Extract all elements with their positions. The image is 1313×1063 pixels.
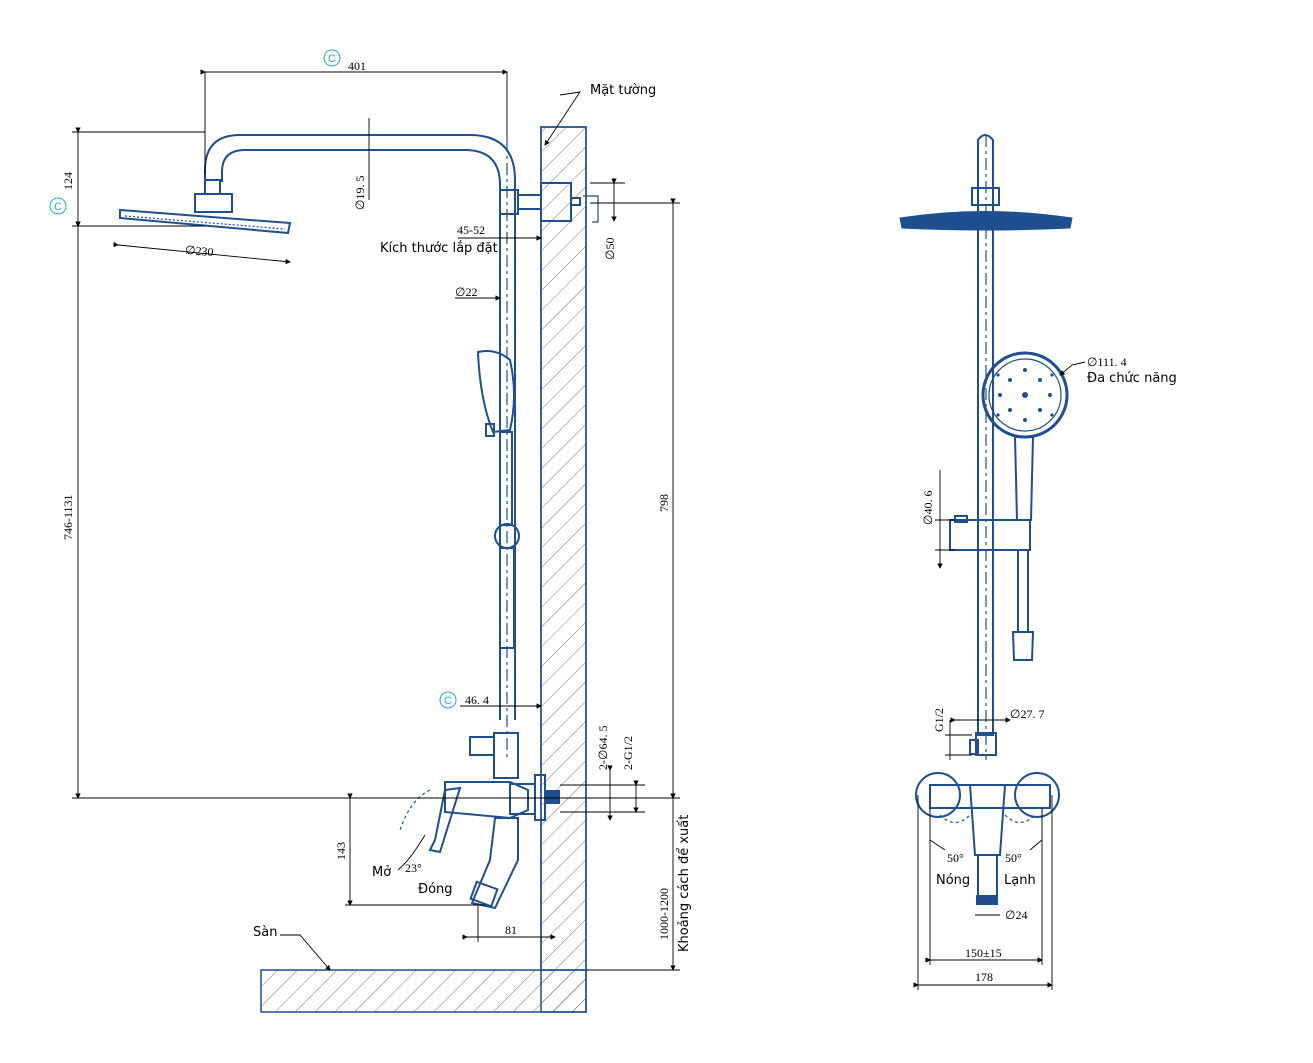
dim-height-798: 798 (657, 494, 671, 512)
dimensions-front (913, 361, 1086, 990)
dim-height-143: 143 (334, 842, 348, 860)
label-cold: Lạnh (1004, 873, 1036, 888)
dim-bracket-50: ∅50 (603, 238, 617, 260)
dim-arm-length: 401 (348, 59, 366, 73)
dim-height-746-1131: 746-1131 (61, 494, 75, 540)
dim-width-178: 178 (975, 970, 993, 984)
label-hot: Nóng (936, 873, 970, 888)
dim-hand-111-4: ∅111. 4 (1087, 355, 1127, 369)
dim-head-height: 124 (61, 172, 75, 190)
dim-pipe-46-4: 46. 4 (465, 693, 489, 707)
label-outlet-distance: Khoảng cách để xuất (677, 815, 692, 952)
dimensions-side (49, 49, 680, 971)
shower-column-side (119, 134, 599, 910)
shower-column-front (899, 134, 1073, 905)
dim-range-45-52: 45-52 (457, 223, 485, 237)
text-labels: C C C 401 124 ∅230 ∅19. 5 45-52 Kích thư… (54, 53, 1177, 984)
label-install-size: Kích thước lắp đặt (380, 241, 498, 256)
dim-spout-24: ∅24 (1005, 908, 1027, 922)
dim-head-diameter: ∅230 (185, 243, 215, 259)
dim-g12-a: 2-G1/2 (621, 736, 635, 770)
label-multifunction: Đa chức năng (1087, 371, 1177, 386)
dim-angle-23: 23° (405, 861, 422, 875)
dim-spout-81: 81 (505, 923, 517, 937)
wall (260, 126, 587, 1013)
dim-g12-b: G1/2 (932, 708, 946, 732)
label-close: Đóng (418, 882, 453, 897)
dim-diam-64-5: 2-∅64. 5 (596, 726, 610, 770)
dim-angle-50-left: 50° (947, 851, 964, 865)
dim-pipe-27-7: ∅27. 7 (1010, 707, 1044, 721)
label-open: Mở (372, 865, 391, 880)
dim-angle-50-right: 50° (1005, 851, 1022, 865)
label-floor: Sàn (253, 925, 277, 940)
dim-pipe-19-5: ∅19. 5 (353, 176, 367, 210)
c-marker-3: C (444, 695, 452, 707)
c-marker-2: C (54, 201, 62, 213)
dim-range-1000-1200: 1000-1200 (657, 888, 671, 940)
floor (260, 969, 587, 1013)
c-marker-1: C (328, 53, 336, 65)
dim-pipe-22: ∅22 (455, 285, 477, 299)
label-wall: Mặt tường (590, 83, 656, 98)
dim-holder-40-6: ∅40. 6 (921, 491, 935, 525)
dim-width-150: 150±15 (965, 946, 1002, 960)
